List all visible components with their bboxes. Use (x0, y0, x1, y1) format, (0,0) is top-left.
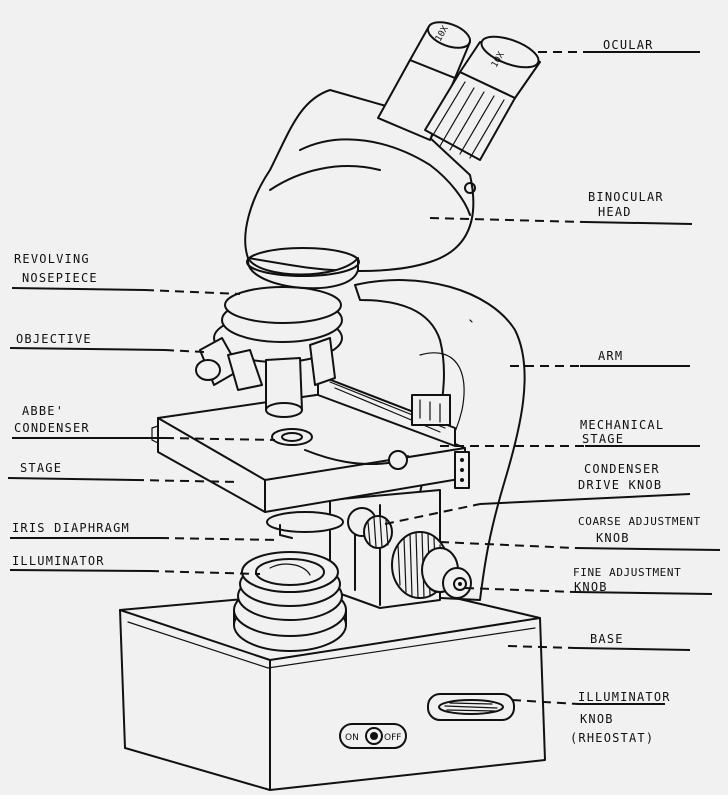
label-illuminator-knob-line3: (RHEOSTAT) (570, 731, 655, 745)
label-illuminator-knob-line1: ILLUMINATOR (578, 690, 671, 704)
power-switch-drawing: ON OFF (339, 723, 407, 749)
label-arm: ARM (598, 349, 624, 363)
illuminator-drawing (233, 551, 347, 652)
label-abbe-condenser-line2: CONDENSER (14, 421, 90, 435)
label-objective: OBJECTIVE (16, 332, 92, 346)
illuminator-knob-drawing (427, 693, 515, 721)
label-ocular: OCULAR (603, 38, 654, 52)
label-mechanical-stage-line1: MECHANICAL (580, 418, 665, 432)
base-drawing (119, 584, 546, 791)
label-illuminator: ILLUMINATOR (12, 554, 105, 568)
label-coarse-adjustment-line2: KNOB (596, 531, 630, 545)
label-mechanical-stage-line2: STAGE (582, 432, 625, 446)
label-condenser-drive-knob-line1: CONDENSER (584, 462, 660, 476)
objectives-drawing (195, 337, 336, 418)
switch-on-text: ON (345, 733, 359, 743)
label-coarse-adjustment-line1: COARSE ADJUSTMENT (578, 515, 701, 528)
label-condenser-drive-knob-line2: DRIVE KNOB (578, 478, 663, 492)
leader-lines (7, 51, 721, 705)
label-revolving-nosepiece-line1: REVOLVING (14, 252, 90, 266)
label-abbe-condenser-line1: ABBE' (22, 404, 65, 418)
iris-diaphragm-drawing (266, 511, 344, 539)
stage-drawing (151, 374, 470, 513)
label-base: BASE (590, 632, 624, 646)
label-binocular-head-line2: HEAD (598, 205, 632, 219)
label-binocular-head-line1: BINOCULAR (588, 190, 664, 204)
label-revolving-nosepiece-line2: NOSEPIECE (22, 271, 98, 285)
label-iris-diaphragm: IRIS DIAPHRAGM (12, 521, 130, 535)
fine-knob-drawing (442, 567, 472, 599)
label-illuminator-knob-line2: KNOB (580, 712, 614, 726)
ocular-drawing: 10X 10X (377, 21, 541, 161)
label-stage: STAGE (20, 461, 63, 475)
label-fine-adjustment-line2: KNOB (574, 580, 608, 594)
switch-off-text: OFF (384, 733, 401, 743)
label-fine-adjustment-line1: FINE ADJUSTMENT (573, 566, 682, 579)
